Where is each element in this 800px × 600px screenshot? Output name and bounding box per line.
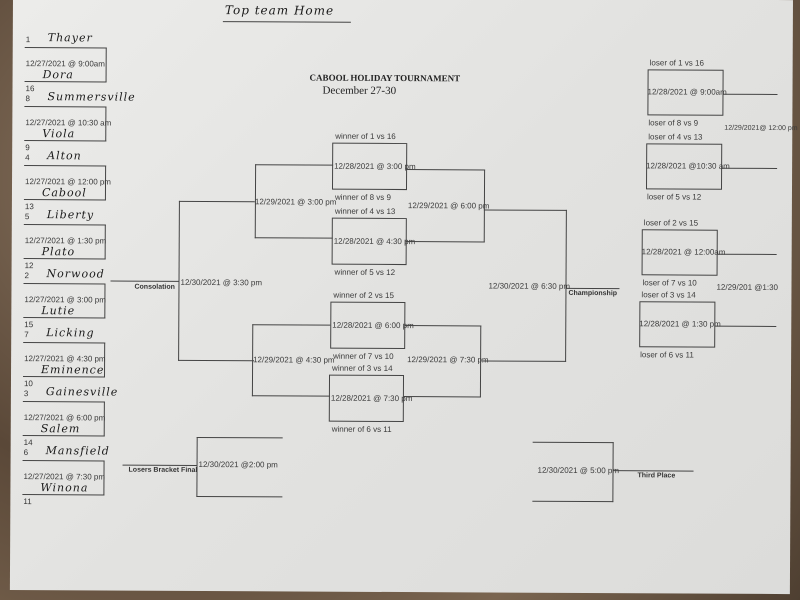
seed-top: 1 xyxy=(25,35,31,45)
game-time: 12/27/2021 @ 6:00 pm xyxy=(23,413,106,423)
losers-round-line xyxy=(715,325,777,328)
seed-bottom: 9 xyxy=(25,143,30,153)
losers-round-bottom-label: loser of 5 vs 12 xyxy=(646,192,702,202)
seed-top: 7 xyxy=(24,330,29,340)
seed-bottom: 13 xyxy=(24,202,34,212)
team-bottom: Lutie xyxy=(41,304,76,318)
consolation-time: 12/30/2021 @ 3:30 pm xyxy=(180,277,263,288)
third-place-time: 12/30/2021 @ 5:00 pm xyxy=(537,465,620,476)
quarterfinal-bottom-label: winner of 5 vs 12 xyxy=(334,267,396,278)
losers-round-time: 12/28/2021 @10:30 am xyxy=(646,161,730,171)
consolation-label: Consolation xyxy=(134,283,175,291)
game-time: 12/27/2021 @ 12:00 pm xyxy=(25,177,112,187)
team-bottom: Dora xyxy=(42,68,74,82)
losers-round-line xyxy=(723,93,778,96)
quarterfinal-bottom-label: winner of 8 vs 9 xyxy=(334,192,392,202)
quarterfinal-bottom-label: winner of 7 vs 10 xyxy=(333,351,394,361)
losers-final-label: Losers Bracket Final xyxy=(128,466,198,474)
team-top: Gainesville xyxy=(45,385,119,399)
team-bottom: Salem xyxy=(40,422,81,436)
game-time: 12/27/2021 @ 4:30 pm xyxy=(24,354,106,364)
seed-bottom: 10 xyxy=(23,379,33,389)
team-top: Licking xyxy=(46,326,95,340)
team-top: Norwood xyxy=(46,267,105,281)
championship-time: 12/30/2021 @ 6:30 pm xyxy=(488,281,571,291)
losers-round-top-label: loser of 2 vs 15 xyxy=(643,218,699,228)
losers-round-time: 12/28/2021 @ 12:00am xyxy=(641,247,726,257)
losers-round-line xyxy=(722,167,778,170)
seed-top: 8 xyxy=(25,94,30,104)
quarterfinal-time: 12/28/2021 @ 4:30 pm xyxy=(333,236,416,247)
losers-semi-2-time: 12/29/201 @1:30 xyxy=(716,282,779,293)
losers-round-bottom-label: loser of 7 vs 10 xyxy=(642,278,697,288)
seed-bottom: 16 xyxy=(25,84,35,94)
losers-round-bottom-label: loser of 8 vs 9 xyxy=(648,118,699,128)
seed-top: 6 xyxy=(23,448,29,458)
quarterfinal-top-label: winner of 3 vs 14 xyxy=(332,363,393,373)
game-time: 12/27/2021 @ 1:30 pm xyxy=(24,236,107,246)
quarterfinal-top-label: winner of 1 vs 16 xyxy=(335,131,396,142)
handwritten-note: Top team Home xyxy=(224,3,335,18)
quarterfinal-top-label: winner of 2 vs 15 xyxy=(333,290,394,300)
losers-round-top-label: loser of 3 vs 14 xyxy=(641,290,696,300)
quarterfinal-bottom-label: winner of 6 vs 11 xyxy=(331,424,392,434)
team-bottom: Viola xyxy=(42,127,76,141)
losers-round-line xyxy=(717,253,777,256)
seed-top: 5 xyxy=(24,212,30,222)
team-top: Liberty xyxy=(46,208,95,222)
quarterfinal-time: 12/28/2021 @ 6:00 pm xyxy=(332,320,414,331)
semifinal-2-time: 12/29/2021 @ 7:30 pm xyxy=(407,355,489,365)
third-place-line xyxy=(613,470,694,472)
seed-bottom: 14 xyxy=(23,438,33,448)
seed-bottom: 12 xyxy=(24,261,34,271)
losers-round-top-label: loser of 4 vs 13 xyxy=(648,132,703,142)
semifinal-1-time: 12/29/2021 @ 6:00 pm xyxy=(407,201,490,211)
team-top: Mansfield xyxy=(45,444,110,458)
consolation-semi-1-time: 12/29/2021 @ 3:00 pm xyxy=(254,197,337,207)
tournament-title: CABOOL HOLIDAY TOURNAMENT xyxy=(309,72,461,84)
team-bottom: Plato xyxy=(41,245,76,259)
seed-top: 4 xyxy=(25,153,30,163)
seed-bottom: 11 xyxy=(23,497,32,507)
losers-round-bottom-label: loser of 6 vs 11 xyxy=(640,350,694,360)
seed-top: 3 xyxy=(23,389,29,399)
seed-top: 2 xyxy=(24,271,30,281)
championship-label: Championship xyxy=(568,289,618,298)
third-place-label: Third Place xyxy=(637,472,676,480)
team-bottom: Cabool xyxy=(41,186,87,200)
game-time: 12/27/2021 @ 3:00 pm xyxy=(24,295,106,305)
losers-round-time: 12/28/2021 @ 1:30 pm xyxy=(639,319,721,329)
quarterfinal-time: 12/28/2021 @ 7:30 pm xyxy=(330,393,413,404)
team-bottom: Winona xyxy=(40,481,89,495)
consolation-semi-2-time: 12/29/2021 @ 4:30 pm xyxy=(253,355,335,365)
team-top: Summersville xyxy=(47,90,136,104)
losers-semi-1-time: 12/29/2021@ 12:00 pm xyxy=(724,124,798,133)
game-time: 12/27/2021 @ 7:30 pm xyxy=(23,472,106,482)
quarterfinal-time: 12/28/2021 @ 3:00 pm xyxy=(334,161,416,172)
losers-final-time: 12/30/2021 @2:00 pm xyxy=(198,459,278,470)
seed-bottom: 15 xyxy=(24,320,34,330)
consolation-line xyxy=(110,280,179,282)
note-underline xyxy=(222,21,351,23)
team-bottom: Eminence xyxy=(41,363,105,377)
tournament-dates: December 27-30 xyxy=(322,84,397,98)
quarterfinal-top-label: winner of 4 vs 13 xyxy=(334,206,396,217)
game-time: 12/27/2021 @ 10:30 am xyxy=(25,118,112,128)
team-top: Alton xyxy=(47,149,82,163)
losers-round-top-label: loser of 1 vs 16 xyxy=(649,58,704,68)
game-time: 12/27/2021 @ 9:00am xyxy=(25,59,105,69)
bracket-sheet: Top team Home CABOOL HOLIDAY TOURNAMENT … xyxy=(9,0,798,595)
team-top: Thayer xyxy=(47,31,93,45)
losers-round-time: 12/28/2021 @ 9:00am xyxy=(647,87,727,97)
